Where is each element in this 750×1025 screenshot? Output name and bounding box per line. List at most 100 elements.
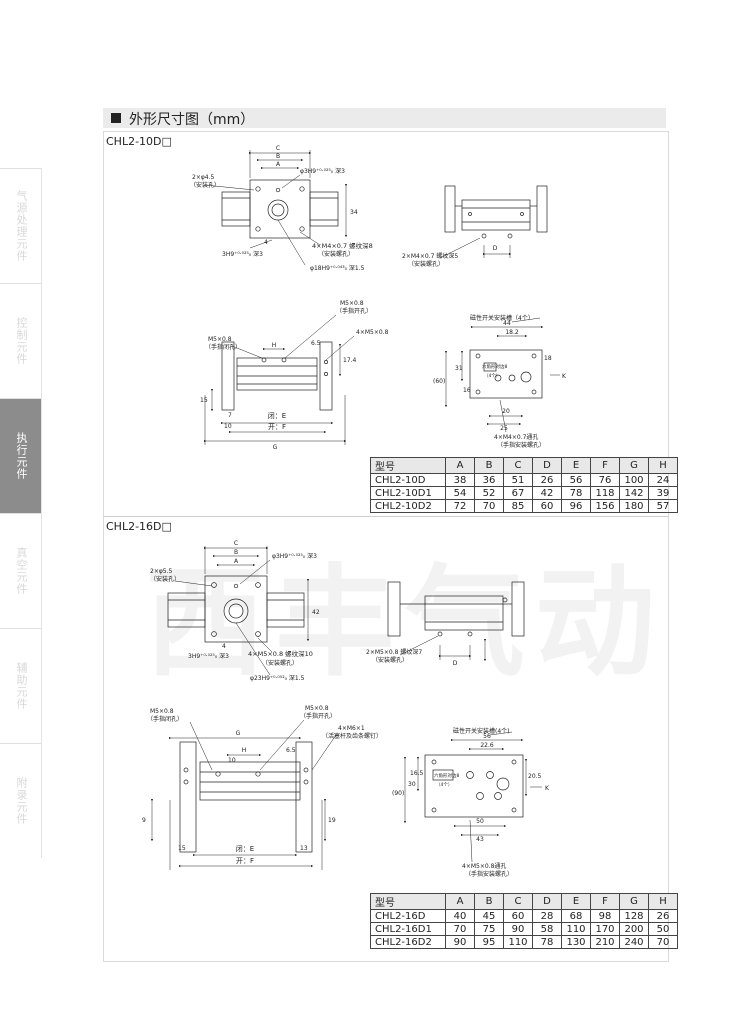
dim-a: A [276, 161, 281, 168]
table-header: A [445, 893, 475, 910]
table-header: C [503, 893, 533, 910]
dim-44: 44 [503, 320, 511, 327]
table-row: CHL2-16D2 90 95 110 78 130 210 240 70 [370, 935, 678, 949]
sidebar-item-actuator[interactable]: 执行元件 [0, 398, 42, 513]
chl2-16d-end-view [403, 731, 542, 863]
dim16-g: G [236, 730, 241, 737]
dim16-side-thread: 2×M5×0.8 螺纹深7 [366, 648, 422, 656]
dim16-h: H [242, 747, 247, 754]
table-cell: 58 [532, 922, 562, 936]
sidebar-item-vacuum[interactable]: 真空元件 [0, 513, 42, 628]
table-cell: 38 [445, 473, 475, 487]
dim-phi3: φ3H9⁺⁰·⁰²⁵₀ 深3 [300, 167, 345, 175]
dim-10: 10 [224, 423, 232, 430]
dim-switch-slot: 磁性开关安装槽（4个） [470, 314, 534, 322]
table-cell: 26 [532, 473, 562, 487]
chl2-10d-top-view [204, 150, 348, 266]
sidebar-item-air-treatment[interactable]: 气源处理元件 [0, 168, 42, 283]
dim16-close: 闭：E [236, 845, 254, 853]
table-cell: 76 [590, 473, 620, 487]
table-header: G [619, 457, 649, 474]
sidebar-item-label: 辅助元件 [15, 662, 28, 710]
table-cell: 85 [503, 499, 533, 513]
table-cell: 36 [474, 473, 504, 487]
table-cell: 96 [561, 499, 591, 513]
sidebar-item-control[interactable]: 控制元件 [0, 283, 42, 398]
dim16-m5b: M5×0.8 [150, 708, 174, 715]
table-cell: 67 [503, 486, 533, 500]
dim16-c: C [234, 540, 238, 547]
chl2-10d-end-view-labels: 磁性开关安装槽（4个） 44 18.2 20 25 31 (60) 16 18 … [433, 314, 567, 449]
dim-bore: φ18H9⁺⁰·⁰⁴³₀ 深1.5 [310, 264, 365, 272]
dim16-m5a: M5×0.8 [305, 705, 329, 712]
sidebar-item-label: 真空元件 [15, 547, 28, 595]
section-divider [103, 516, 668, 517]
table-cell: 78 [532, 935, 562, 949]
table-cell: 42 [532, 486, 562, 500]
sidebar: 气源处理元件 控制元件 执行元件 真空元件 辅助元件 附录元件 [0, 168, 42, 858]
dim-thread: 4×M4×0.7 螺纹深8 [312, 241, 373, 250]
dim-through: 4×M4×0.7通孔 [494, 433, 538, 441]
table-cell: 24 [648, 473, 678, 487]
drawing-frame [103, 131, 669, 962]
dim-18: 18 [544, 355, 552, 362]
dim-65: 6.5 [311, 340, 321, 347]
table-header: C [503, 457, 533, 474]
dim-4: 4 [264, 239, 268, 246]
dim16-side-thread-note: （安装螺孔） [372, 656, 408, 664]
table-header: H [648, 893, 678, 910]
dim-m5a-note: （手指开孔） [336, 307, 372, 315]
table-cell: 60 [532, 499, 562, 513]
dim-m5b-note: （手指闭孔） [205, 343, 241, 351]
dim-hex-note: （4个） [484, 373, 500, 379]
table-row: CHL2-10D 38 36 51 26 56 76 100 24 [370, 473, 678, 487]
table-cell: 70 [445, 922, 475, 936]
sidebar-item-auxiliary[interactable]: 辅助元件 [0, 628, 42, 743]
table-cell: 40 [445, 909, 475, 923]
square-bullet-icon [111, 113, 121, 123]
table-cell: 51 [503, 473, 533, 487]
dim16-a: A [234, 558, 239, 565]
dim-open: 开：F [268, 423, 286, 431]
dim16-m6-note: （活塞杆及齿条螺钉） [322, 732, 382, 740]
section-title: 外形尺寸图（mm） [129, 112, 255, 128]
table-header: E [561, 457, 591, 474]
table-cell: 50 [648, 922, 678, 936]
dim16-13: 13 [300, 845, 308, 852]
spec-table-10: 型号 A B C D E F G H CHL2-10D 38 36 51 26 … [370, 457, 678, 513]
table-cell: CHL2-10D [370, 473, 446, 487]
chl2-16d-side-view-labels: D 2×M5×0.8 螺纹深7 （安装螺孔） [366, 648, 458, 667]
table-cell: CHL2-16D [370, 909, 446, 923]
dim16-k: K [545, 785, 550, 792]
dim16-m5b-note: （手指闭孔） [147, 715, 183, 723]
table-header: 型号 [370, 457, 446, 474]
dim16-30: 30 [408, 781, 416, 788]
sidebar-item-appendix[interactable]: 附录元件 [0, 743, 42, 858]
chl2-16d-front-view-labels: M5×0.8 （手指开孔） M5×0.8 （手指闭孔） 4×M6×1 （活塞杆及… [142, 705, 382, 865]
model-label-10: CHL2-10D□ [106, 135, 172, 148]
dim-m5c: 4×M5×0.8 [356, 329, 389, 336]
section-header: 外形尺寸图（mm） [103, 108, 666, 128]
table-cell: 78 [561, 486, 591, 500]
dim16-hex: 六角形对边8 [434, 772, 459, 779]
table-cell: 57 [648, 499, 678, 513]
dim16-m5a-note: （手指开孔） [300, 712, 336, 720]
chl2-10d-top-view-labels: C B A 2×φ4.5 （安装孔） φ3H9⁺⁰·⁰²⁵₀ 深3 34 4×M… [190, 145, 373, 272]
table-cell: 52 [474, 486, 504, 500]
dim-7: 7 [228, 412, 232, 419]
chl2-16d-front-view [150, 719, 337, 870]
dim-thread-note: （安装螺孔） [318, 250, 354, 258]
sidebar-item-label: 执行元件 [15, 432, 28, 480]
chl2-10d-end-view [444, 317, 560, 433]
dim-60: (60) [433, 378, 445, 385]
dim-side-thread-note: （安装螺孔） [408, 260, 444, 268]
spec-table-16: 型号 A B C D E F G H CHL2-16D 40 45 60 28 … [370, 893, 678, 949]
dim-15: 15 [200, 397, 208, 404]
dim-through-note: （手指安装螺孔） [497, 441, 545, 449]
dim-25: 25 [500, 425, 508, 432]
dim16-hole-mount-note: （安装孔） [150, 575, 180, 583]
table-header: D [532, 893, 562, 910]
table-header: B [474, 893, 504, 910]
dim16-10: 10 [228, 757, 236, 764]
dim-k: K [562, 373, 567, 380]
